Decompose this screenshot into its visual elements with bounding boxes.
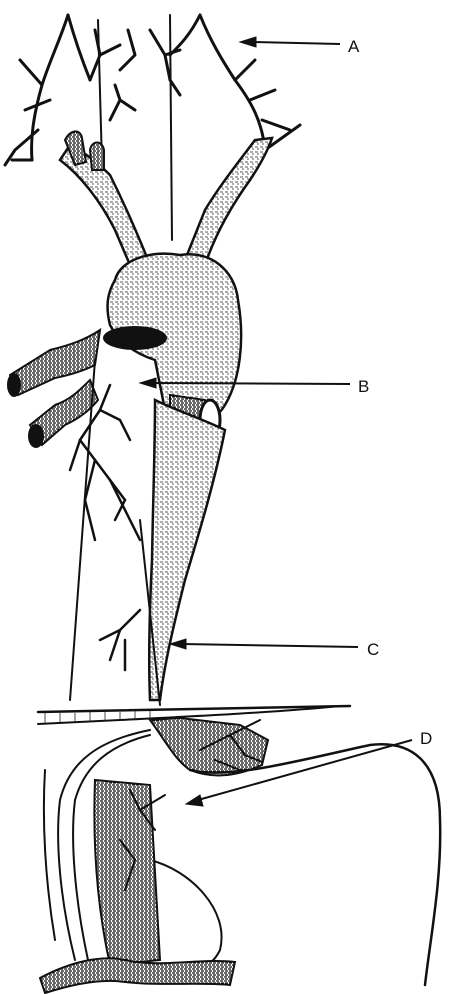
right-upper-branches (120, 15, 300, 150)
label-c: C (367, 640, 379, 659)
large-curve (190, 744, 440, 985)
vessel-opening (103, 326, 167, 350)
lower-dark-column (94, 780, 160, 965)
label-b: B (358, 377, 369, 396)
lower-right-curve (150, 860, 222, 966)
left-tube-branches (70, 385, 140, 670)
label-a: A (348, 37, 360, 56)
bottom-vessel (40, 958, 235, 993)
label-d: D (420, 729, 432, 748)
descending-vessel (149, 400, 225, 700)
right-carotid-trunk (185, 138, 272, 265)
lower-dark-mass (150, 718, 268, 775)
